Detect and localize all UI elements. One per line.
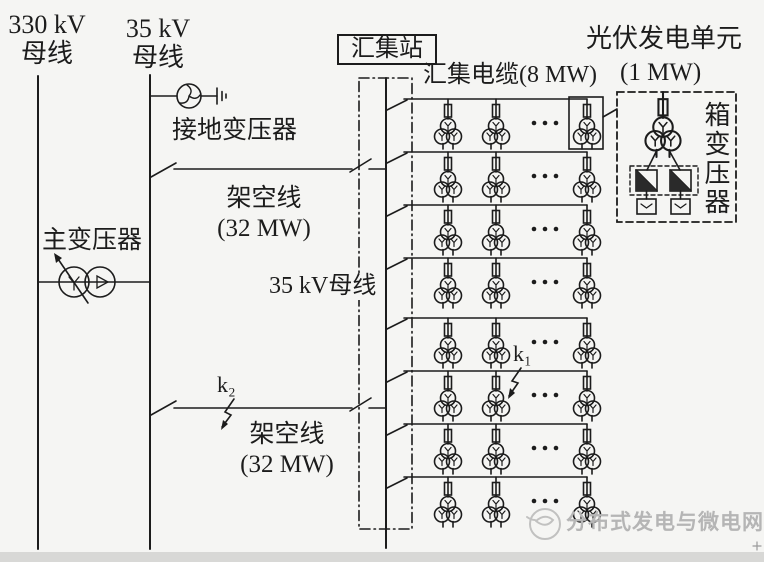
- arrowhead: [54, 253, 62, 263]
- ellipsis-dot: [553, 498, 559, 504]
- ellipsis-dot: [531, 445, 537, 451]
- pv-panel-symbol: [670, 198, 691, 215]
- pv-unit-symbol: [572, 204, 602, 256]
- overhead-line-2-label: 架空线 (32 MW): [240, 421, 334, 478]
- pv-unit-symbol: [433, 423, 463, 475]
- ellipsis-dot: [531, 226, 537, 232]
- pv-unit-symbol: [433, 257, 463, 309]
- pv-unit-symbol: [644, 90, 682, 159]
- ellipsis-dot: [542, 339, 548, 345]
- watermark-text: 分布式发电与微电网: [566, 511, 764, 534]
- fault-k2-label: k₂: [217, 372, 236, 397]
- pv-unit-callout-box: [568, 96, 604, 150]
- fault-k1-label: k₁: [513, 341, 532, 366]
- pv-unit-symbol: [433, 151, 463, 203]
- pv-unit-symbol: [481, 476, 511, 528]
- ellipsis-dot: [553, 120, 559, 126]
- pv-unit-symbol: [481, 98, 511, 150]
- ellipsis-dot: [542, 445, 548, 451]
- corner-plus-icon: [752, 541, 762, 551]
- ellipsis-dot: [553, 339, 559, 345]
- ellipsis-dot: [542, 226, 548, 232]
- grounding-transformer-label: 接地变压器: [172, 117, 298, 144]
- collection-cable-label: 汇集电缆(8 MW): [423, 62, 597, 88]
- pv-unit-symbol: [481, 151, 511, 203]
- pv-unit-symbol: [481, 423, 511, 475]
- feeder-row: [386, 370, 602, 422]
- hv-bus-label: 330 kV 母线: [8, 10, 86, 69]
- ellipsis-dot: [531, 279, 537, 285]
- ellipsis-dot: [531, 339, 537, 345]
- grounding-transformer-symbol: [149, 83, 227, 109]
- feeder-row: [386, 317, 602, 369]
- feeder-row: [386, 423, 602, 475]
- ellipsis-dot: [542, 498, 548, 504]
- ellipsis-dot: [531, 173, 537, 179]
- main-transformer-label: 主变压器: [42, 227, 143, 254]
- feeder-rows: [386, 98, 602, 528]
- pv-unit-capacity: (1 MW): [620, 59, 702, 86]
- mv-bus-label: 35 kV 母线: [125, 14, 191, 73]
- feeder-row: [386, 476, 602, 528]
- box-transformer-label: 箱变压器: [701, 101, 730, 217]
- feeder-row: [386, 151, 602, 203]
- overhead-line-2: [150, 397, 387, 416]
- pv-unit-symbol: [572, 98, 602, 150]
- page-edge-strip: [0, 552, 764, 562]
- overhead-line-1-label: 架空线 (32 MW): [217, 185, 311, 242]
- pv-panel-symbol: [636, 198, 657, 215]
- pv-unit-symbol: [433, 98, 463, 150]
- ellipsis-dot: [531, 498, 537, 504]
- pv-unit-symbol: [433, 317, 463, 369]
- pv-unit-symbol: [572, 317, 602, 369]
- fault-arrow-k2: [221, 398, 235, 430]
- pv-unit-symbol: [481, 317, 511, 369]
- pv-unit-symbol: [572, 151, 602, 203]
- ellipsis-dot: [542, 392, 548, 398]
- feeder-row: [386, 257, 602, 309]
- inverter-symbol: [635, 169, 658, 192]
- ellipsis-dot: [531, 120, 537, 126]
- pv-unit-symbol: [433, 476, 463, 528]
- ellipsis-dot: [553, 279, 559, 285]
- overhead-line-1: [150, 158, 387, 178]
- ground-icon: [216, 87, 227, 105]
- main-transformer-symbol: [37, 253, 151, 304]
- pv-unit-title: 光伏发电单元: [586, 24, 743, 53]
- ellipsis-dot: [553, 173, 559, 179]
- pv-unit-symbol: [481, 204, 511, 256]
- station-boundary: [358, 77, 413, 530]
- feeder-row: [386, 204, 602, 256]
- pv-unit-symbol: [572, 257, 602, 309]
- pv-unit-symbol: [572, 370, 602, 422]
- pv-unit-symbol: [481, 370, 511, 422]
- callout-line: [602, 108, 618, 118]
- watermark-logo-icon: [526, 508, 561, 540]
- ellipsis-dot: [542, 279, 548, 285]
- pv-unit-symbol: [572, 423, 602, 475]
- inverter-symbol: [669, 169, 692, 192]
- ellipsis-dot: [553, 445, 559, 451]
- feeder-row: [386, 98, 602, 150]
- ellipsis-dot: [542, 173, 548, 179]
- station-bus-label: 35 kV母线: [266, 273, 380, 300]
- ellipsis-dot: [531, 392, 537, 398]
- station-title: 汇集站: [351, 36, 423, 62]
- pv-unit-symbol: [433, 370, 463, 422]
- ellipsis-dot: [553, 392, 559, 398]
- station-label-frame: [337, 34, 437, 65]
- pv-unit-symbol: [433, 204, 463, 256]
- fault-arrow-k1: [508, 367, 522, 399]
- pv-unit-detail-box: [616, 90, 737, 223]
- pv-unit-symbol: [481, 257, 511, 309]
- ellipsis-dot: [553, 226, 559, 232]
- ellipsis-dot: [542, 120, 548, 126]
